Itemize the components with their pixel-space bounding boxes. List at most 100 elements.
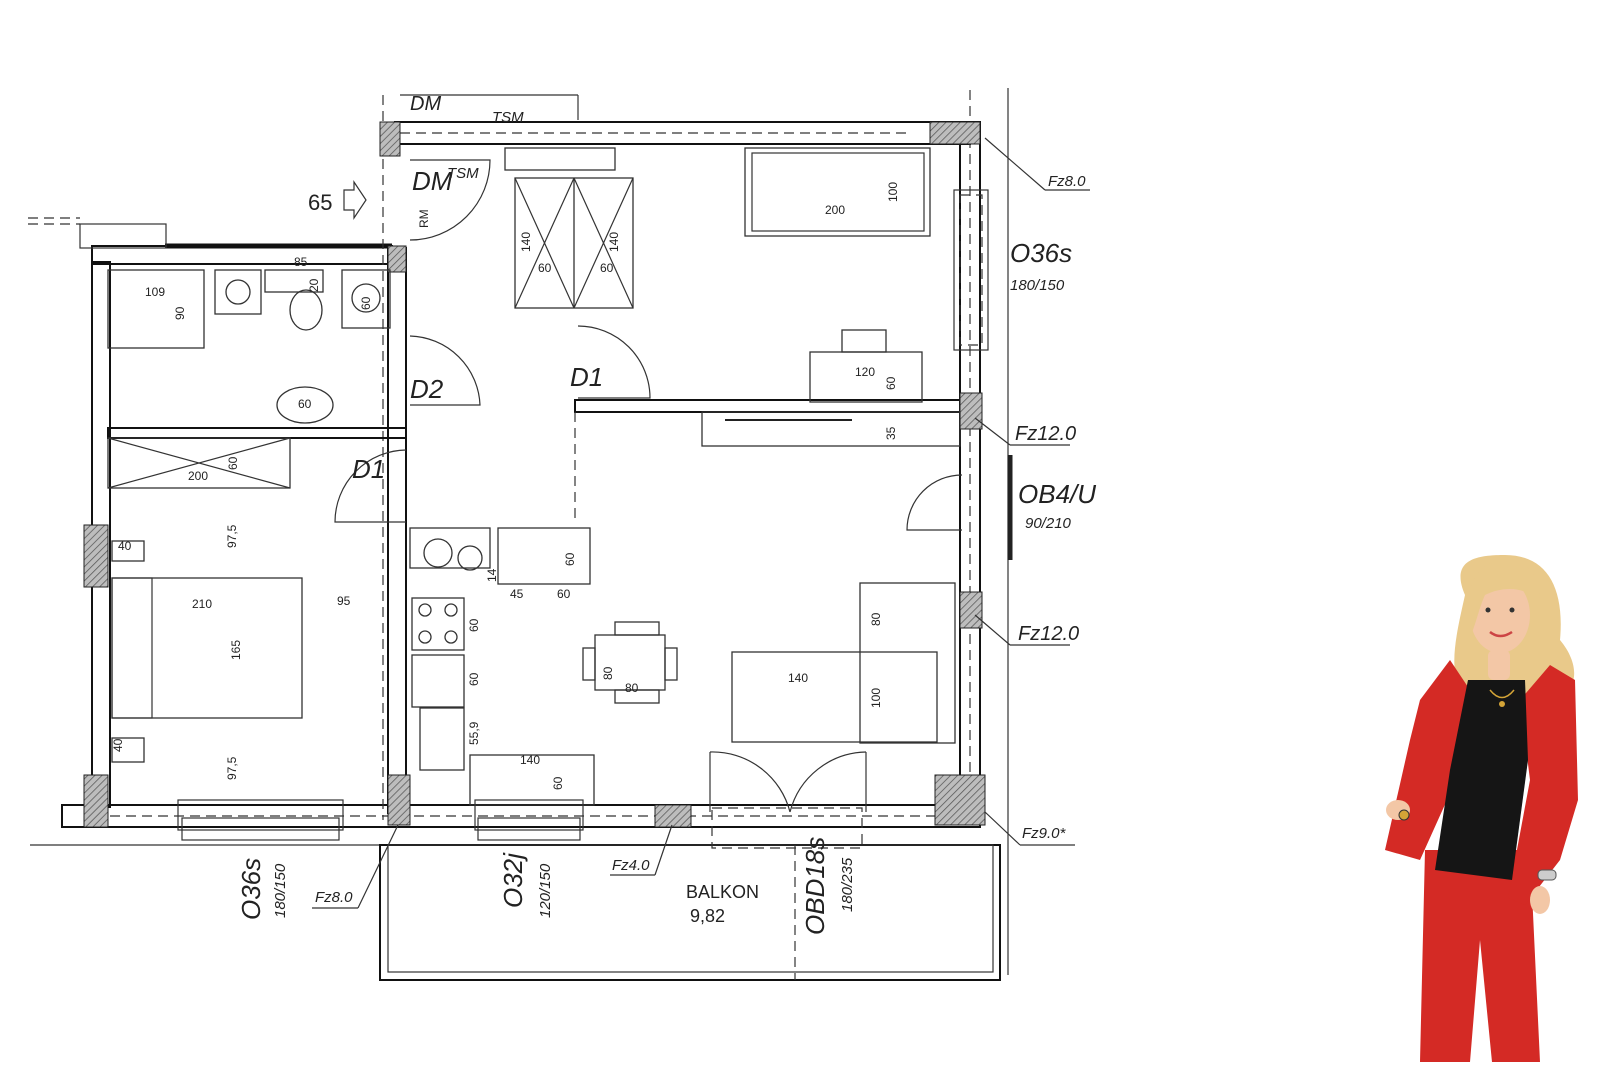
callout-fz-bottom-left: Fz8.0 <box>315 889 353 906</box>
windows <box>177 189 1013 841</box>
label-tsm-top: TSM <box>492 109 524 126</box>
label-balcony-door-size: 180/235 <box>839 857 856 912</box>
door-ob4 <box>906 474 963 531</box>
dim-desk-w: 120 <box>855 365 875 379</box>
door-d1-bed <box>334 449 407 523</box>
boiler <box>341 269 391 329</box>
dimensions: 60 140 60 140 200 100 120 60 35 109 90 8… <box>111 182 900 790</box>
label-window-right-size: 180/150 <box>1010 277 1065 294</box>
label-window-bottom-left-size: 180/150 <box>272 863 289 918</box>
dim-wardrobe-left-w: 200 <box>188 469 208 483</box>
balcony-door-right <box>789 751 867 813</box>
label-balcony-door: OBD18s <box>800 837 830 935</box>
column-right-2 <box>959 591 983 629</box>
column-bath-corner <box>387 245 407 273</box>
kitchen-sink-top <box>409 527 491 569</box>
chair <box>841 329 887 353</box>
label-door-ob4: OB4/U <box>1018 479 1096 509</box>
dim-bed-left-h: 165 <box>229 640 243 660</box>
callout-fz-top-right: Fz8.0 <box>1048 173 1086 190</box>
dim-bath-109: 109 <box>145 285 165 299</box>
washer <box>214 269 262 315</box>
column-bottom-right <box>934 774 986 826</box>
door-d2 <box>409 335 481 406</box>
dim-kitchen-559: 55,9 <box>467 721 481 745</box>
column-balcony <box>654 804 692 828</box>
columns <box>83 121 986 828</box>
dim-sofa-100: 100 <box>869 688 883 708</box>
label-window-bottom-mid: O32j <box>498 852 528 908</box>
toilet <box>289 289 323 331</box>
bathtub <box>107 269 205 349</box>
dim-table-80-h: 80 <box>601 666 615 680</box>
label-balcony-area: 9,82 <box>690 906 725 926</box>
callout-fz-bottom-right: Fz9.0* <box>1022 825 1067 842</box>
balcony-door-left <box>709 751 791 813</box>
entry-door <box>409 159 491 241</box>
dim-wardrobe-left-h: 60 <box>226 456 240 470</box>
callout-fz-right-1: Fz12.0 <box>1015 423 1076 445</box>
stove <box>411 597 465 651</box>
dim-sofa-140: 140 <box>788 671 808 685</box>
dim-bath-90: 90 <box>173 306 187 320</box>
dim-bedroom-40-bottom: 40 <box>111 738 125 752</box>
dim-sofa-80: 80 <box>869 612 883 626</box>
column-left <box>83 524 109 588</box>
label-balcony: BALKON <box>686 882 759 902</box>
dim-bedroom-975-bottom: 97,5 <box>225 756 239 780</box>
dim-wardrobe1-w: 60 <box>538 261 552 275</box>
dim-kitchen-60-row: 60 <box>557 587 571 601</box>
dim-kitchen-60-top: 60 <box>563 552 577 566</box>
dim-bedroom-975-top: 97,5 <box>225 524 239 548</box>
dim-boiler-60: 60 <box>359 296 373 310</box>
label-window-bottom-mid-size: 120/150 <box>537 863 554 918</box>
dim-bed-top-w: 200 <box>825 203 845 217</box>
shelf <box>701 411 961 447</box>
kitchen-counter-top <box>497 527 591 585</box>
label-door-d1-room: D1 <box>570 362 603 392</box>
label-door-ob4-size: 90/210 <box>1025 515 1072 532</box>
sofa-corner <box>859 582 956 744</box>
label-window-right: O36s <box>1010 238 1072 268</box>
label-tsm-entry: TSM <box>447 165 479 182</box>
labels: DM TSM DM TSM RM 65 D2 D1 D1 O36s 180/15… <box>236 93 1096 935</box>
callout-fz-bottom-mid: Fz4.0 <box>612 857 650 874</box>
dim-bed-left-w: 210 <box>192 597 212 611</box>
arrow-icon <box>343 180 367 220</box>
dim-kitchen-45: 45 <box>510 587 524 601</box>
column-callouts: Fz8.0 Fz12.0 Fz12.0 Fz9.0* Fz8.0 Fz4.0 <box>312 137 1090 909</box>
furniture <box>107 147 961 806</box>
walls <box>28 88 1009 981</box>
dim-bath-85: 85 <box>294 255 308 269</box>
dim-table-80-w: 80 <box>625 681 639 695</box>
oven <box>411 654 465 708</box>
sofa <box>731 651 938 743</box>
radiator-top <box>504 147 616 171</box>
label-dm-top: DM <box>410 93 441 115</box>
nightstand-bottom <box>111 737 145 763</box>
dim-basin-60: 60 <box>298 397 312 411</box>
dim-oven-60: 60 <box>467 672 481 686</box>
dim-stove-60: 60 <box>467 618 481 632</box>
dim-kitchen-60-bottom: 60 <box>551 776 565 790</box>
nightstand-top <box>111 540 145 562</box>
dim-wardrobe2-w: 60 <box>600 261 614 275</box>
dim-bedroom-40-top: 40 <box>118 539 132 553</box>
dim-wardrobe1-h: 140 <box>519 232 533 252</box>
column-right-1 <box>959 392 983 430</box>
dim-kitchen-14: 14 <box>485 568 499 582</box>
dim-bed-top-h: 100 <box>886 182 900 202</box>
doors <box>334 159 963 849</box>
callout-fz-right-2: Fz12.0 <box>1018 623 1079 645</box>
person-illustration <box>1385 555 1578 1062</box>
column-top-right <box>929 121 981 145</box>
label-door-d2: D2 <box>410 374 444 404</box>
dim-bedroom-95: 95 <box>337 594 351 608</box>
label-dm-entry: DM <box>412 166 453 196</box>
label-level: 65 <box>308 190 332 215</box>
dim-desk-h: 60 <box>884 376 898 390</box>
washbasin <box>276 386 334 424</box>
dim-bath-20: 20 <box>307 278 321 292</box>
